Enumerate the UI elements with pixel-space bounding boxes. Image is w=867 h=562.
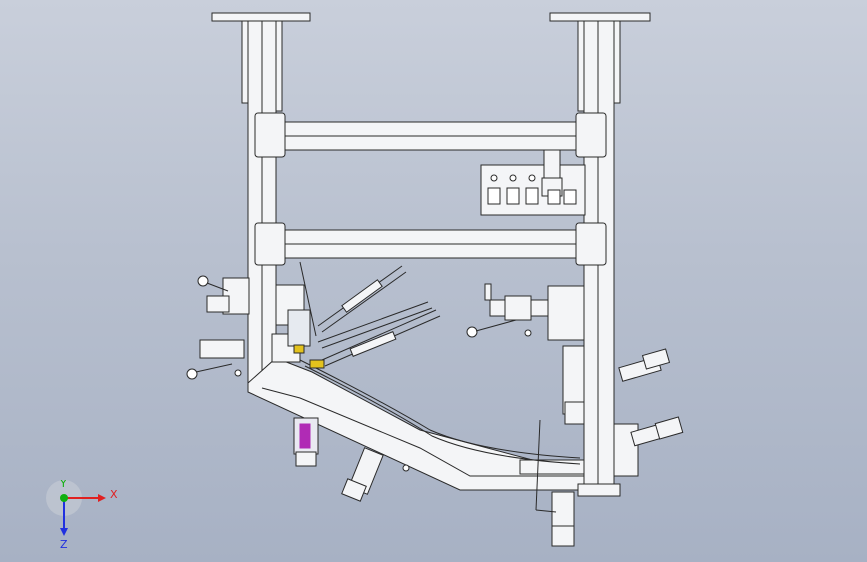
y-axis-dot xyxy=(60,494,68,502)
coordinate-triad: X Y Z xyxy=(46,480,118,550)
z-axis-label: Z xyxy=(60,538,68,550)
right-external-actuators xyxy=(613,348,684,477)
lower-crossbar xyxy=(254,222,607,266)
curved-panel-guide xyxy=(299,359,581,465)
left-clamp-units xyxy=(199,277,325,369)
upper-crossbar xyxy=(254,112,607,158)
y-axis-label: Y xyxy=(59,480,67,490)
pneumatic-cylinders xyxy=(299,261,441,367)
bottom-actuators xyxy=(293,417,575,547)
x-axis-label: X xyxy=(110,488,118,501)
right-foot-plate xyxy=(577,483,621,497)
locator-pins xyxy=(186,275,532,472)
valve-control-panel xyxy=(480,149,586,216)
right-clamp-units xyxy=(484,283,585,425)
left-frame-column xyxy=(247,20,283,384)
